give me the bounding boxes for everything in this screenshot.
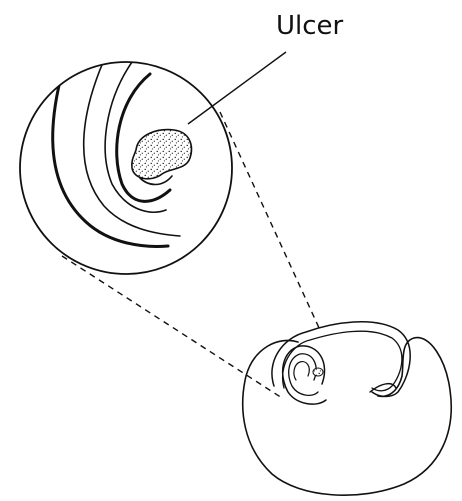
organ-tube-inner xyxy=(283,331,402,391)
magnified-view xyxy=(20,40,232,274)
organ-overview xyxy=(243,322,451,495)
projection-line-upper xyxy=(220,112,320,330)
projection-line-lower xyxy=(62,256,282,398)
ulcer-label: Ulcer xyxy=(276,11,344,41)
organ-ulcer-spot xyxy=(313,368,323,376)
ulcer-leader-line xyxy=(188,52,286,124)
organ-spiral-3 xyxy=(294,362,309,380)
